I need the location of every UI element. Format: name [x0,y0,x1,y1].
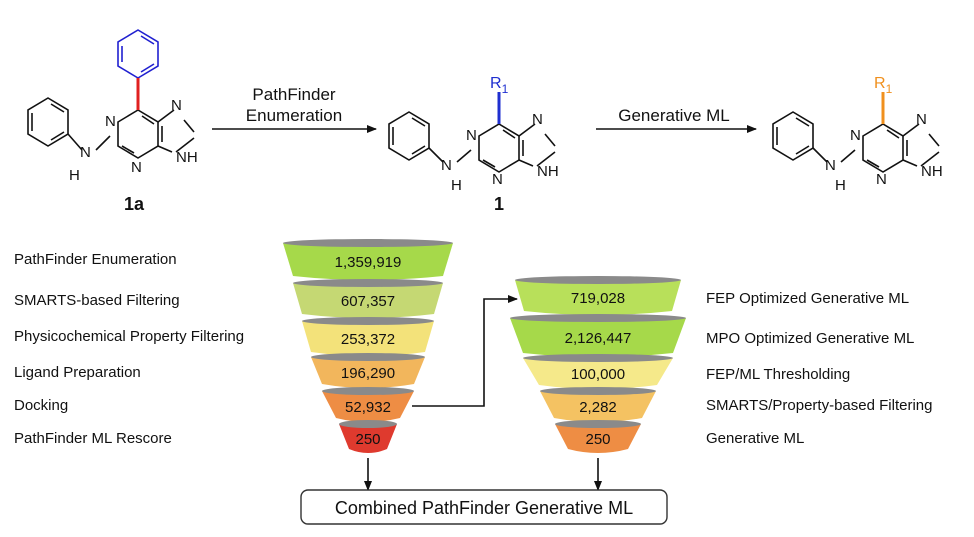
left-funnel-stage-value: 250 [355,431,380,448]
right-stage-label: Generative ML [706,430,805,447]
right-funnel: 719,028 2,126,447 100,000 2,282 250 [510,276,686,453]
left-funnel: 1,359,919 607,357 253,372 196,290 52,932 250 [283,239,453,453]
right-funnel-stage-body [555,424,641,453]
atom-n: N [850,127,861,144]
right-funnel-stage-rim [515,276,681,284]
right-funnel-stage-rim [555,420,641,428]
compound-label-1a: 1a [124,194,145,214]
phenyl-substituent-1a [117,29,159,110]
left-funnel-stage-rim [283,239,453,247]
left-funnel-stage-value: 52,932 [345,399,391,416]
left-funnel-stage: 253,372 [302,317,434,356]
right-funnel-stage-body [540,391,656,422]
left-stage-label: Physicochemical Property Filtering [14,328,245,345]
atom-n: N [131,159,142,176]
right-funnel-stage-value: 719,028 [571,290,625,307]
right-funnel-stage-rim [540,387,656,395]
left-funnel-stage-value: 607,357 [341,293,395,310]
left-funnel-stage-value: 253,372 [341,331,395,348]
left-funnel-stage-rim [339,420,397,428]
right-funnel-stage-value: 2,126,447 [565,330,632,347]
right-funnel-stage-rim [510,314,686,322]
arrow-label-generative: Generative ML [618,106,730,125]
left-funnel-stage: 250 [339,420,397,453]
left-funnel-stage: 1,359,919 [283,239,453,280]
left-funnel-stage-body [311,357,425,388]
left-funnel-stage-body [293,283,443,318]
left-funnel-stage-value: 1,359,919 [335,254,402,271]
right-funnel-stage-body [523,358,673,389]
atom-n: N [105,113,116,130]
right-funnel-stage: 2,282 [540,387,656,422]
left-stage-label: Docking [14,397,69,414]
atom-n: N [466,127,477,144]
atom-n: N [916,111,927,128]
atom-n: N [441,157,452,174]
right-funnel-stage: 719,028 [515,276,681,315]
left-funnel-stage: 52,932 [322,387,414,422]
combined-label: Combined PathFinder Generative ML [335,498,633,518]
right-stage-label: SMARTS/Property-based Filtering [706,397,933,414]
atom-h: H [451,177,462,194]
molecule-1 [388,111,556,173]
atom-n: N [171,97,182,114]
atom-n: N [876,171,887,188]
right-funnel-stage-value: 100,000 [571,366,625,383]
right-funnel-stage-value: 2,282 [579,399,617,416]
left-funnel-stage-body [339,424,397,453]
atom-nh: NH [176,149,198,166]
arrow-label-enumeration: Enumeration [246,106,342,125]
arrow-label-pathfinder: PathFinder [252,85,335,104]
right-stage-label: FEP/ML Thresholding [706,366,851,383]
left-stage-label: SMARTS-based Filtering [14,292,180,309]
atom-n: N [825,157,836,174]
r1-label-blue: R1 [490,75,509,96]
atom-h: H [835,177,846,194]
left-funnel-stage: 196,290 [311,353,425,388]
left-funnel-stage-rim [311,353,425,361]
left-funnel-stage-body [302,321,434,356]
r1-label-orange: R1 [874,75,893,96]
docking-to-generative-arrow [412,295,518,407]
right-stage-label: MPO Optimized Generative ML [706,330,915,347]
left-funnel-stage: 607,357 [293,279,443,318]
left-funnel-stage-body [283,243,453,280]
atom-nh: NH [921,163,943,180]
left-funnel-stage-rim [293,279,443,287]
atom-n: N [532,111,543,128]
right-funnel-stage: 100,000 [523,354,673,389]
left-funnel-stage-value: 196,290 [341,365,395,382]
atom-nh: NH [537,163,559,180]
right-funnel-stage-body [510,318,686,357]
atom-n: N [80,144,91,161]
atom-n: N [492,171,503,188]
right-stage-label: FEP Optimized Generative ML [706,290,910,307]
left-funnel-stage-body [322,391,414,422]
atom-h: H [69,167,80,184]
right-funnel-stage-body [515,280,681,315]
right-funnel-stage: 2,126,447 [510,314,686,357]
right-funnel-stage-value: 250 [585,431,610,448]
compound-label-1: 1 [494,194,504,214]
left-stage-label: Ligand Preparation [14,364,141,381]
left-stage-label: PathFinder Enumeration [14,251,177,268]
combined-box [300,489,668,525]
right-funnel-stage: 250 [555,420,641,453]
left-funnel-stage-rim [302,317,434,325]
left-funnel-stage-rim [322,387,414,395]
left-stage-label: PathFinder ML Rescore [14,430,172,447]
right-funnel-stage-rim [523,354,673,362]
